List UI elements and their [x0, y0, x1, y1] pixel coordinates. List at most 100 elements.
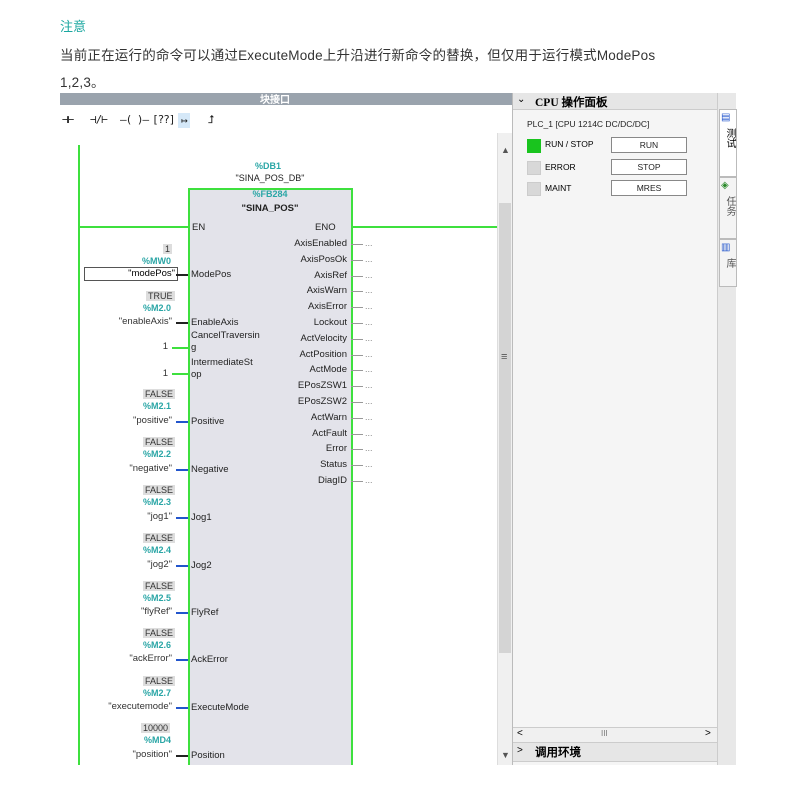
mres-button[interactable]: MRES	[611, 180, 687, 196]
scroll-right-icon[interactable]: >	[705, 728, 711, 739]
output-pin: AxisPosOk	[300, 253, 347, 265]
input-value: FALSE	[143, 437, 176, 447]
input-variable[interactable]: "jog2"	[147, 559, 172, 570]
output-placeholder[interactable]: ...	[365, 348, 373, 359]
scroll-down-icon[interactable]: ▼	[501, 750, 510, 760]
chevron-right-icon[interactable]: >	[517, 745, 523, 756]
output-placeholder[interactable]: ...	[365, 301, 373, 312]
input-pin: CancelTraversin	[191, 330, 260, 341]
run-stop-led	[527, 139, 541, 153]
input-address: %M2.6	[142, 640, 171, 650]
input-variable[interactable]: 1	[162, 368, 168, 379]
input-value: FALSE	[143, 676, 176, 686]
editor-vertical-scrollbar[interactable]: ▲ ≡ ▼	[497, 133, 512, 765]
input-variable[interactable]: "positive"	[133, 415, 172, 426]
output-pin: ActWarn	[310, 411, 347, 423]
input-address: %M2.0	[142, 303, 171, 313]
input-pin: ModePos	[191, 269, 232, 280]
input-pin: Position	[191, 750, 225, 761]
chevron-down-icon[interactable]: ⌄	[517, 94, 526, 105]
open-branch-icon[interactable]: ↦	[178, 113, 190, 128]
output-wire	[351, 386, 363, 388]
output-wire	[351, 370, 363, 372]
output-wire	[351, 481, 363, 482]
ladder-editor: 块接口 ⊣⊢ ⊣/⊢ –( )– [??] ↦ ⮥ %DB1 "SINA_POS…	[60, 93, 512, 765]
input-wire	[176, 659, 188, 661]
test-icon: ▤	[721, 112, 731, 123]
output-placeholder[interactable]: ...	[365, 411, 373, 422]
scroll-up-icon[interactable]: ▲	[501, 145, 510, 155]
output-wire	[351, 323, 363, 324]
input-variable[interactable]: 1	[162, 341, 168, 352]
close-branch-icon[interactable]: ⮥	[208, 113, 214, 126]
output-placeholder[interactable]: ...	[365, 396, 373, 406]
cpu-panel-title: CPU 操作面板	[535, 97, 608, 109]
input-address: %M2.4	[142, 545, 171, 555]
empty-box-icon[interactable]: [??]	[152, 113, 175, 126]
library-icon: ▥	[721, 242, 731, 253]
scroll-thumb[interactable]	[499, 203, 511, 653]
input-value: TRUE	[146, 291, 175, 301]
output-pin: ActPosition	[299, 348, 347, 360]
output-placeholder[interactable]: ...	[365, 364, 373, 375]
input-address: %M2.2	[142, 449, 171, 459]
input-variable[interactable]: "enableAxis"	[118, 316, 172, 327]
task-card-tab-strip: ▤ 测试 ◈ 任务 ▥ 库	[717, 93, 737, 765]
coil-icon[interactable]: –( )–	[120, 113, 149, 126]
normally-open-contact-icon[interactable]: ⊣⊢	[62, 113, 74, 126]
note-title: 注意	[60, 19, 87, 34]
run-button[interactable]: RUN	[611, 137, 687, 153]
output-pin: ActFault	[312, 427, 347, 439]
output-placeholder[interactable]: ...	[365, 317, 373, 327]
output-placeholder[interactable]: ...	[365, 285, 373, 296]
input-pin: Positive	[191, 416, 225, 427]
output-placeholder[interactable]: ...	[365, 443, 373, 454]
call-environment-header[interactable]: > 调用环境	[513, 743, 718, 762]
output-placeholder[interactable]: ...	[365, 238, 373, 248]
output-placeholder[interactable]: ...	[365, 459, 373, 470]
stop-button[interactable]: STOP	[611, 159, 687, 175]
tab-test[interactable]: ▤ 测试	[719, 109, 737, 177]
block-interface-title: 块接口	[260, 95, 290, 106]
cpu-panel-horizontal-scrollbar[interactable]: < III >	[513, 727, 718, 743]
output-wire	[351, 259, 363, 261]
cpu-operator-panel: ⌄ CPU 操作面板 PLC_1 [CPU 1214C DC/DC/DC] RU…	[512, 93, 718, 765]
output-placeholder[interactable]: ...	[365, 269, 373, 280]
input-address: %MW0	[142, 256, 171, 266]
input-variable[interactable]: "executemode"	[108, 701, 172, 712]
output-pin: ActVelocity	[300, 332, 347, 344]
input-value: 10000	[141, 723, 171, 733]
normally-closed-contact-icon[interactable]: ⊣/⊢	[90, 113, 108, 126]
input-pin: Jog1	[191, 512, 212, 523]
input-address: %M2.7	[142, 688, 171, 698]
output-placeholder[interactable]: ...	[365, 475, 373, 485]
input-pin: IntermediateSt	[191, 357, 253, 368]
output-placeholder[interactable]: ...	[365, 253, 373, 264]
output-placeholder[interactable]: ...	[365, 380, 373, 391]
modepos-input-field[interactable]: "modePos"	[84, 267, 178, 281]
call-environment-title: 调用环境	[535, 747, 581, 759]
input-variable[interactable]: "ackError"	[129, 653, 172, 664]
input-value: FALSE	[143, 485, 176, 495]
cpu-panel-header[interactable]: ⌄ CPU 操作面板	[513, 93, 718, 110]
db-name: "SINA_POS_DB"	[235, 173, 305, 183]
output-pin: DiagID	[317, 475, 347, 486]
eno-wire	[351, 226, 497, 228]
tab-library[interactable]: ▥ 库	[719, 239, 737, 287]
input-pin: Jog2	[191, 560, 212, 571]
input-variable[interactable]: "position"	[132, 749, 173, 760]
input-wire	[176, 274, 188, 276]
tab-tasks[interactable]: ◈ 任务	[719, 177, 737, 239]
output-placeholder[interactable]: ...	[365, 332, 373, 343]
output-placeholder[interactable]: ...	[365, 427, 373, 438]
output-pin: AxisWarn	[306, 285, 347, 297]
input-variable[interactable]: "jog1"	[147, 511, 172, 522]
block-interface-titlebar[interactable]: 块接口	[60, 93, 512, 106]
scroll-left-icon[interactable]: <	[517, 728, 523, 739]
input-variable[interactable]: "negative"	[129, 463, 172, 474]
input-variable[interactable]: "flyRef"	[140, 606, 172, 617]
note-paragraph: 当前正在运行的命令可以通过ExecuteMode上升沿进行新命令的替换，但仅用于…	[60, 42, 760, 96]
output-pin: Lockout	[313, 317, 347, 328]
fb-box[interactable]	[188, 188, 353, 765]
output-wire	[351, 307, 363, 309]
